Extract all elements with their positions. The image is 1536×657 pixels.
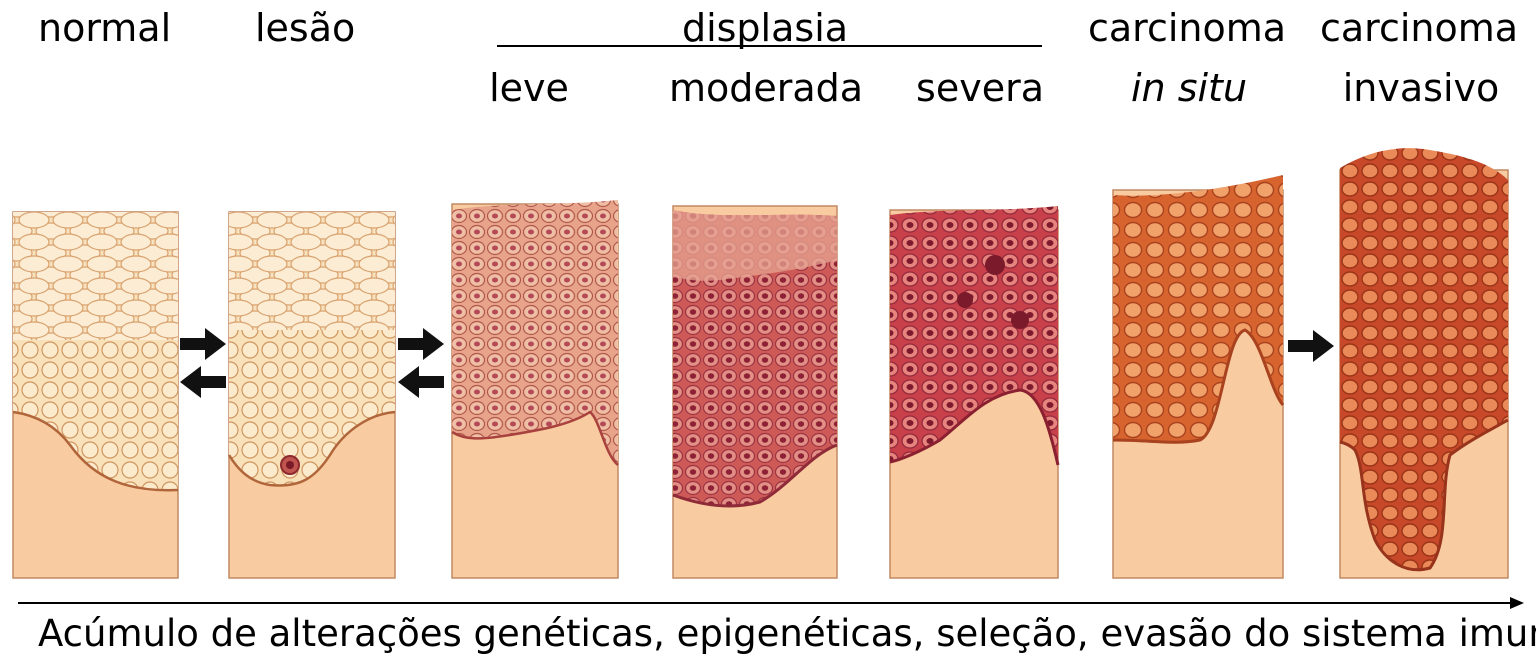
tissue-carcinoma-invasivo — [1340, 148, 1508, 578]
tissue-normal — [13, 212, 178, 578]
tissue-displasia-moderada — [673, 206, 837, 578]
tissue-displasia-leve — [452, 200, 618, 578]
forward-arrow — [1288, 330, 1334, 362]
tissue-carcinoma-in-situ — [1113, 175, 1283, 578]
caption-progression: Acúmulo de alterações genéticas, epigené… — [38, 612, 1536, 656]
tissue-lesao — [229, 212, 395, 578]
progression-arrow — [18, 597, 1524, 609]
bidirectional-arrow-1 — [180, 328, 226, 398]
tissue-displasia-severa — [890, 206, 1058, 578]
bidirectional-arrow-2 — [398, 328, 444, 398]
